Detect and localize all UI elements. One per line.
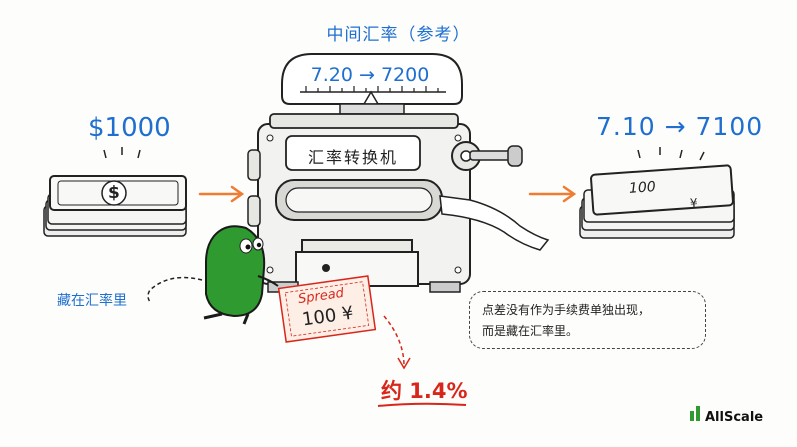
note-line-2: 而是藏在汇率里。	[482, 324, 579, 338]
mid-rate-reading: 7.20 → 7200	[310, 64, 430, 86]
yuan-bills-stack	[579, 147, 735, 239]
flow-arrows	[198, 185, 577, 203]
rate-meter	[281, 53, 463, 115]
hidden-in-rate-label: 藏在汇率里	[57, 293, 127, 309]
machine-label: 汇率转换机	[307, 148, 398, 167]
input-amount: $1000	[88, 113, 171, 143]
yuan-bill-value: 100	[628, 179, 657, 197]
dollar-sign-icon: $	[108, 183, 120, 203]
yuan-sign-icon: ¥	[689, 195, 699, 211]
output-amount: 7.10 → 7100	[596, 112, 764, 141]
spread-card	[277, 275, 377, 343]
percent-underline	[377, 402, 467, 407]
dollar-bills-stack	[43, 147, 187, 237]
explanation-note: 点差没有作为手续费单独出现， 而是藏在汇率里。	[469, 291, 706, 349]
dashed-arrows	[147, 276, 411, 370]
brand-name: AllScale	[705, 410, 764, 425]
green-character	[203, 225, 279, 325]
brand-logo-icon	[690, 406, 700, 421]
spread-percent: 约 1.4%	[381, 379, 468, 403]
exchange-machine	[247, 113, 550, 293]
note-line-1: 点差没有作为手续费单独出现，	[482, 303, 651, 317]
mid-rate-title: 中间汇率（参考）	[326, 25, 471, 45]
